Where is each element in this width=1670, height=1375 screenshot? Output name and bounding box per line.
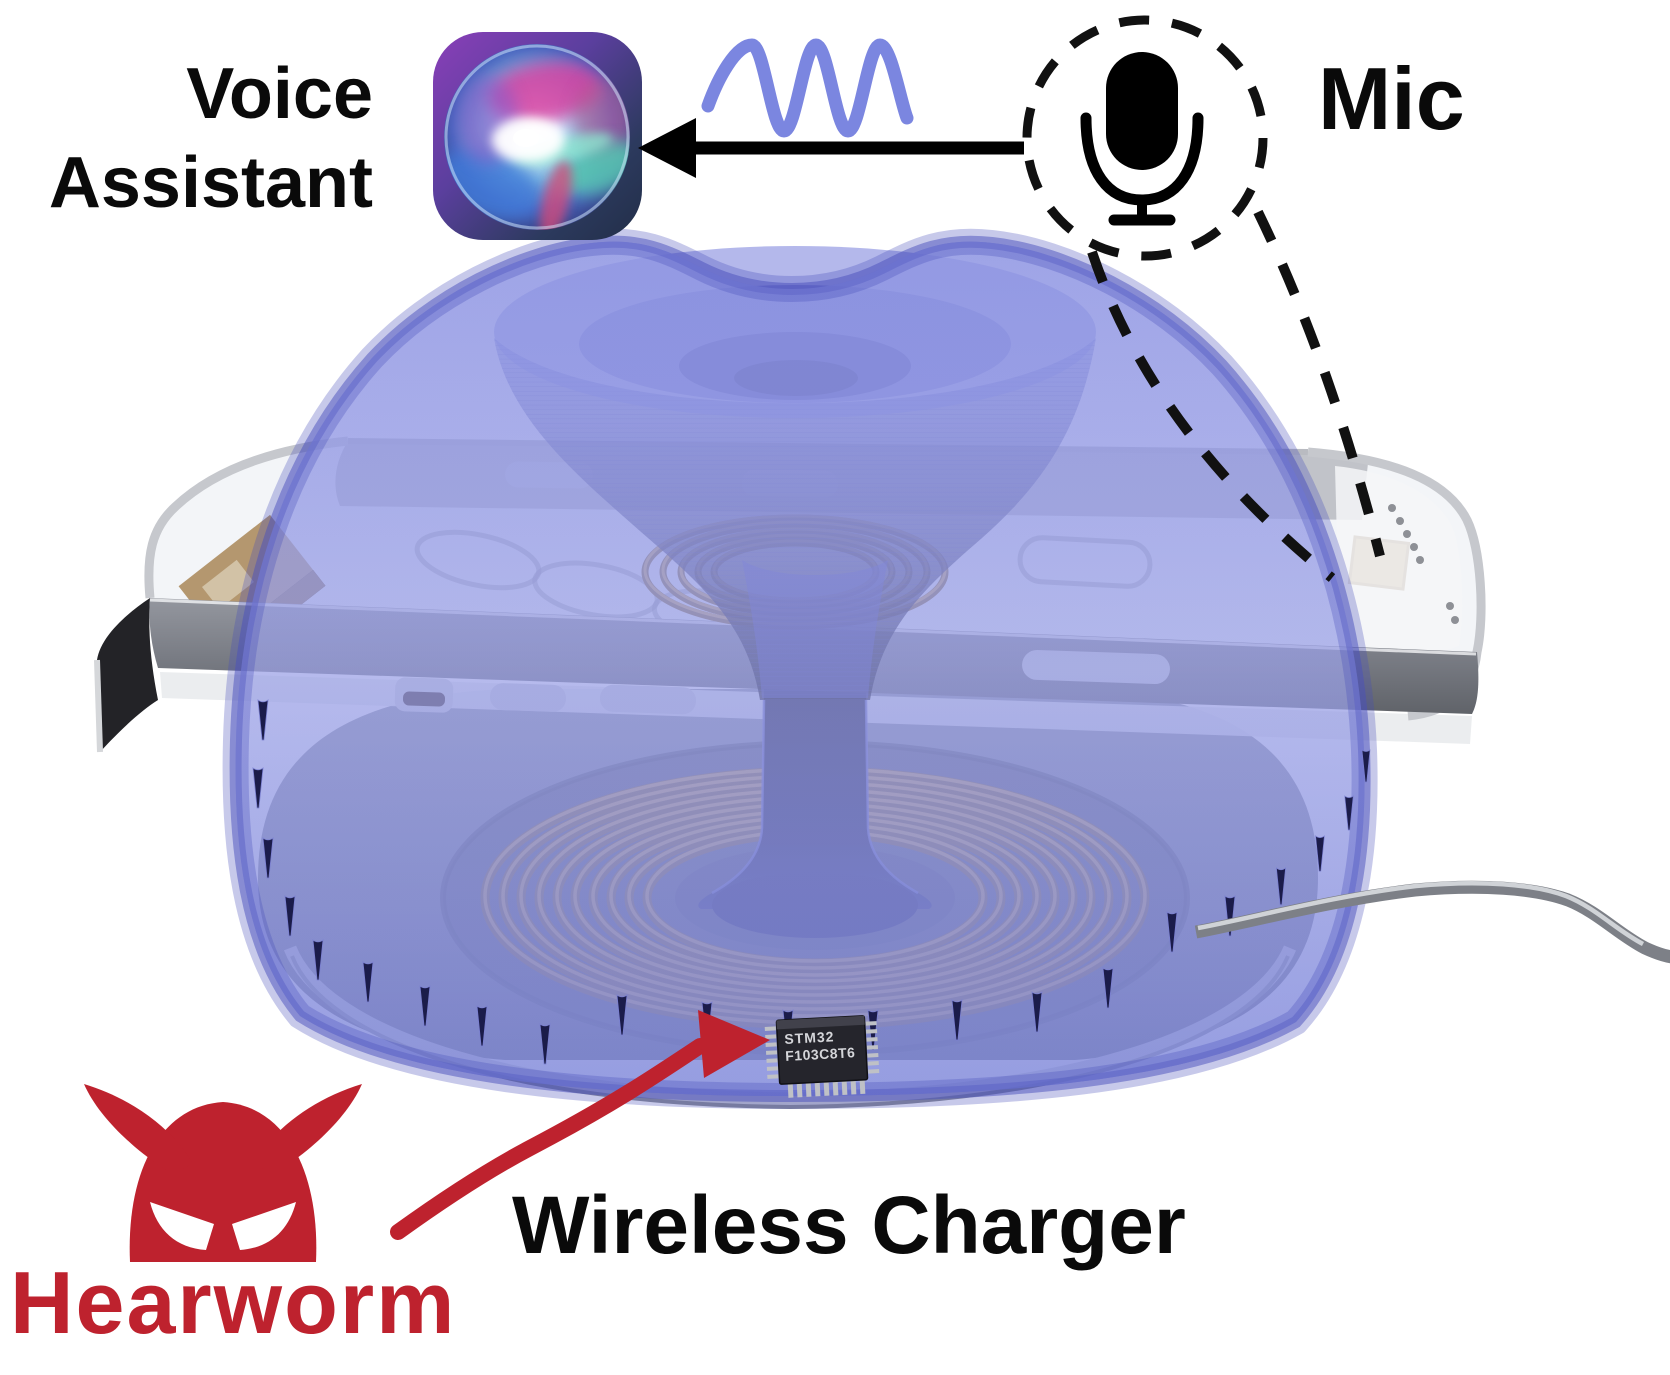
attack-chip: STM32 F103C8T6 — [764, 1015, 880, 1098]
mic-callout — [1022, 15, 1268, 261]
phone-left-edge — [97, 598, 158, 752]
mic-callout-lines — [1087, 209, 1385, 582]
voice-assistant-line2: Assistant — [49, 143, 373, 223]
attack-arrow — [390, 1010, 770, 1240]
wireless-charger-label: Wireless Charger — [512, 1180, 1186, 1271]
devil-horns-icon — [84, 1084, 362, 1262]
microphone-icon — [1080, 52, 1204, 226]
hearworm-label: Hearworm — [10, 1253, 456, 1352]
hearworm-logo: Hearworm — [10, 1084, 456, 1352]
voice-assistant-line1: Voice — [186, 54, 373, 134]
chip-marking-line1: STM32 — [784, 1028, 835, 1047]
mic-callout-circle — [1022, 15, 1268, 261]
magnetic-field-mesh — [236, 242, 1365, 1096]
siri-orb-icon — [433, 32, 642, 240]
arrow-mic-to-assistant — [638, 118, 1024, 178]
mic-callout-line-right — [1253, 209, 1385, 558]
sine-wave-icon — [701, 38, 914, 138]
mic-callout-line-left — [1087, 250, 1336, 582]
phone-frame-mic-holes — [1388, 504, 1459, 624]
charger-cable — [1194, 880, 1670, 964]
mic-label: Mic — [1318, 49, 1465, 148]
chip-marking-line2: F103C8T6 — [785, 1044, 856, 1064]
voice-assistant-label: Voice Assistant — [49, 54, 373, 223]
